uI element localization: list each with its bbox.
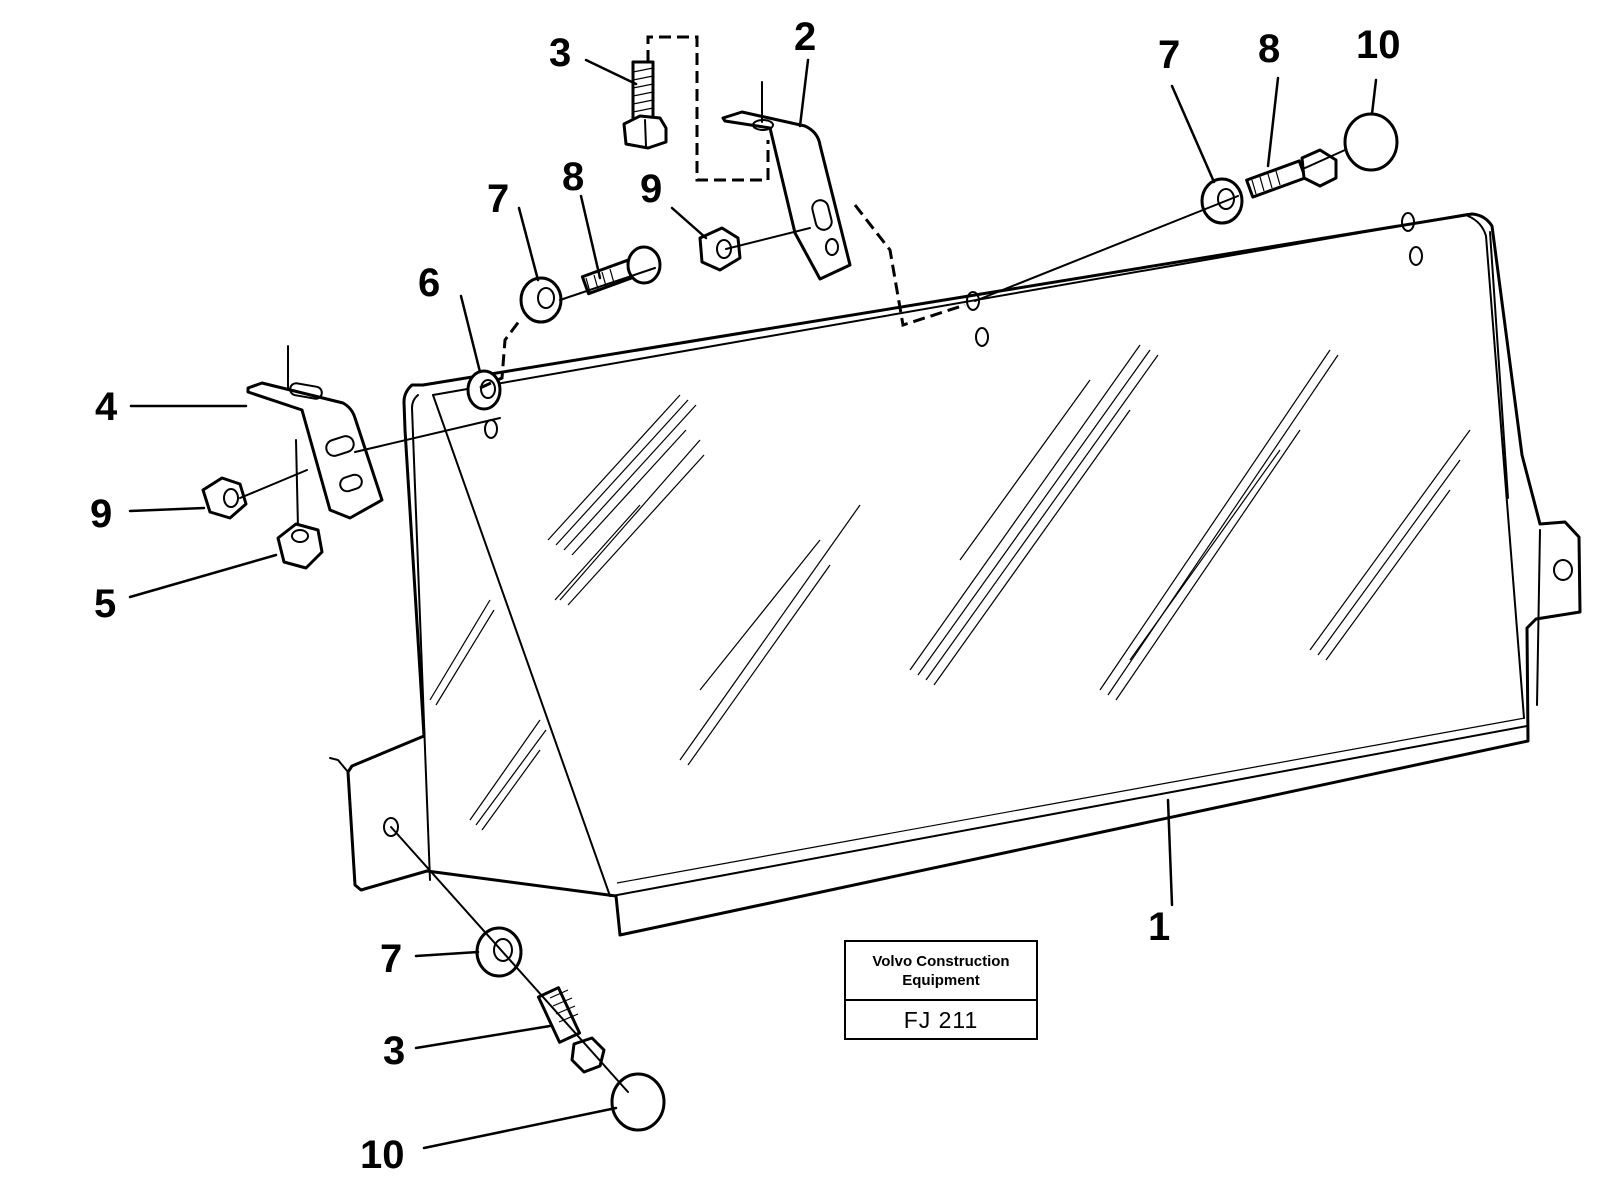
callout-9-center: 9 [640, 167, 662, 211]
callout-10-bottom: 10 [360, 1133, 405, 1177]
washer-part-7-bottom [475, 926, 523, 978]
callout-9-left: 9 [90, 492, 112, 536]
title-block: Volvo Construction Equipment FJ 211 [844, 940, 1038, 1040]
callout-numbers: 1 2 3 3 4 5 6 7 7 7 8 8 9 9 10 10 [90, 15, 1401, 1177]
callout-5: 5 [94, 582, 116, 626]
cap-part-10-right [1343, 112, 1399, 172]
company-line-2: Equipment [902, 971, 980, 989]
sun-shield-panel [329, 212, 1582, 937]
company-name: Volvo Construction Equipment [846, 942, 1036, 1001]
drawing-code: FJ 211 [903, 1007, 979, 1033]
company-line-1: Volvo Construction [872, 952, 1010, 970]
callout-2: 2 [794, 15, 816, 59]
callout-7-bottom: 7 [380, 937, 402, 981]
glass-reflection-hatching [429, 344, 1471, 831]
callout-8-left: 8 [562, 155, 584, 199]
callout-3-bottom: 3 [383, 1029, 405, 1073]
nut-part-9-left [201, 476, 248, 520]
nut-part-9-center [698, 226, 742, 272]
bolt-part-3-top [622, 60, 668, 150]
callout-6: 6 [418, 261, 440, 305]
washer-part-7-right [1200, 177, 1244, 225]
callout-10-right: 10 [1356, 23, 1401, 67]
washer-part-6 [466, 369, 502, 411]
bolt-part-8-right [1245, 148, 1338, 199]
leader-lines [128, 58, 1378, 1150]
callout-7-right: 7 [1158, 33, 1180, 77]
callout-4: 4 [95, 385, 118, 429]
callout-8-right: 8 [1258, 27, 1280, 71]
nut-part-5 [276, 522, 324, 570]
washer-part-7-left [519, 276, 563, 324]
callout-1: 1 [1148, 905, 1170, 949]
upper-bracket [721, 81, 852, 281]
left-bracket [246, 345, 384, 529]
callout-3-top: 3 [549, 31, 571, 75]
assembly-lines [239, 35, 1346, 1093]
callout-7-left: 7 [487, 177, 509, 221]
